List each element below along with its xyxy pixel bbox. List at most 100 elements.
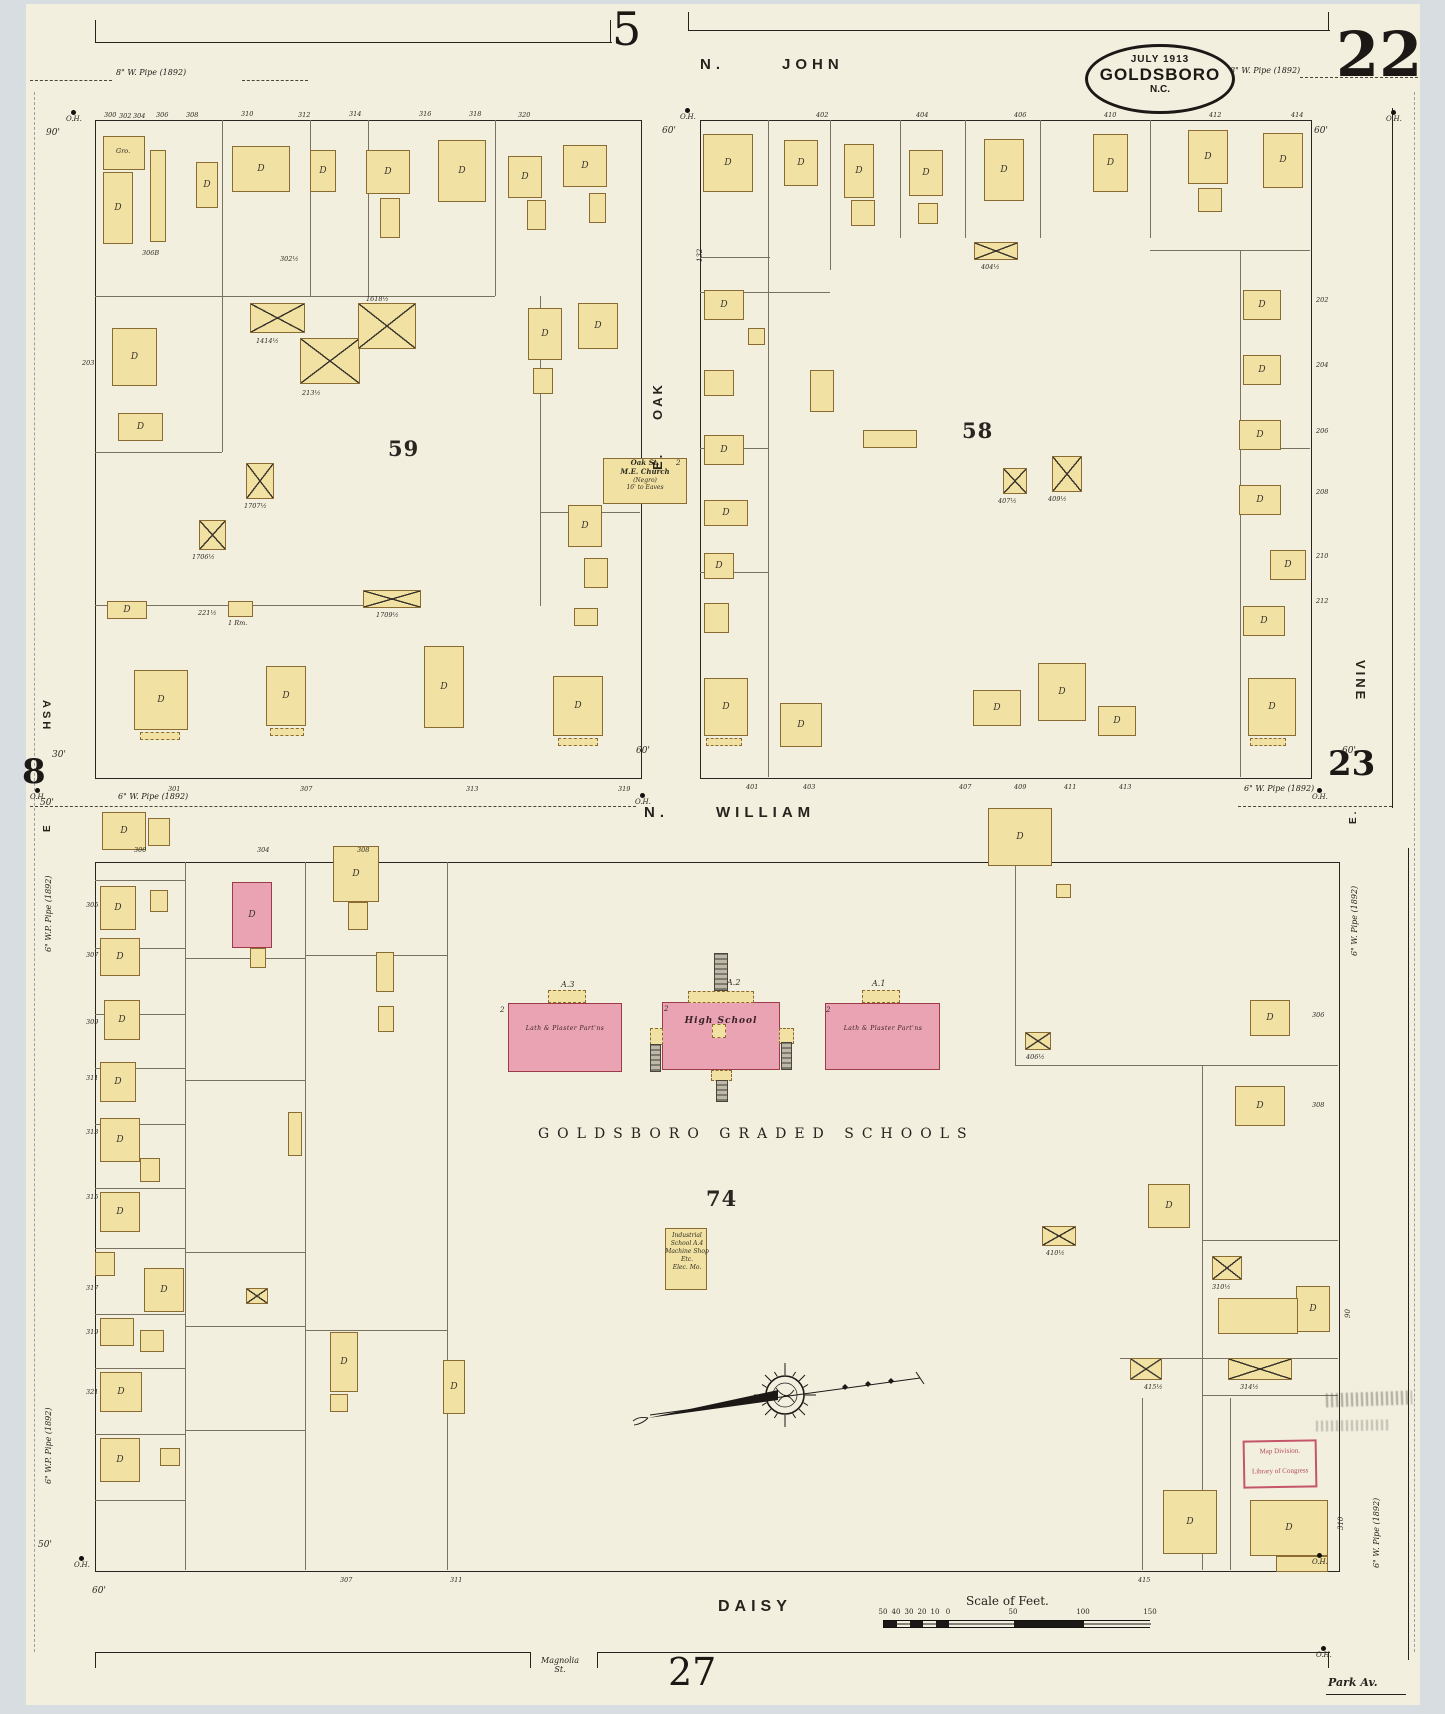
dimension-label: 90' bbox=[46, 128, 60, 138]
outbuilding bbox=[300, 338, 360, 384]
lot-line bbox=[95, 1314, 185, 1315]
frame-building: D bbox=[1163, 1490, 1217, 1554]
pipe-line bbox=[30, 806, 636, 807]
church-line2: M.E. Church bbox=[620, 466, 670, 476]
frame-building bbox=[603, 458, 687, 504]
lot-line bbox=[1202, 1395, 1338, 1396]
street-e-right: E. bbox=[1348, 808, 1359, 824]
street-line bbox=[688, 12, 690, 30]
scale-segment bbox=[1084, 1621, 1151, 1627]
outbuilding bbox=[1212, 1256, 1242, 1280]
frame-building bbox=[558, 738, 598, 746]
dimension-label: 50' bbox=[40, 798, 54, 808]
street-line bbox=[95, 1652, 97, 1668]
dwelling-label: D bbox=[130, 351, 139, 362]
block-number-58: 58 bbox=[962, 418, 994, 443]
dwelling-label: D bbox=[116, 1134, 124, 1145]
frame-building: D bbox=[196, 162, 218, 208]
frame-building: D bbox=[1243, 290, 1281, 320]
lot-line bbox=[95, 1248, 185, 1249]
house-number: 301 bbox=[168, 785, 181, 793]
hydrant-marker: O.H. bbox=[30, 788, 46, 802]
frame-building bbox=[574, 608, 598, 626]
scale-tick-label: 150 bbox=[1143, 1608, 1157, 1616]
frame-building: D bbox=[704, 500, 748, 526]
map-label: A.1 bbox=[872, 979, 886, 988]
dwelling-label: D bbox=[722, 701, 730, 712]
frame-building bbox=[228, 601, 253, 617]
scale-segment bbox=[884, 1621, 897, 1627]
house-number: 304 bbox=[133, 112, 146, 120]
outbuilding bbox=[1003, 468, 1027, 494]
house-number: 308 bbox=[357, 846, 370, 854]
scale-segment bbox=[949, 1621, 1014, 1627]
frame-building bbox=[863, 430, 917, 448]
map-label: 404½ bbox=[981, 263, 1000, 271]
frame-building: D bbox=[784, 140, 818, 186]
lot-line bbox=[95, 1368, 185, 1369]
frame-building: D bbox=[330, 1332, 358, 1392]
frame-building: D bbox=[704, 553, 734, 579]
house-number: 317 bbox=[86, 1284, 99, 1292]
dwelling-label: D bbox=[1256, 494, 1264, 505]
street-park-av: Park Av. bbox=[1328, 1676, 1378, 1689]
hydrant-marker: O.H. bbox=[1386, 110, 1402, 124]
lot-line bbox=[540, 296, 541, 606]
dwelling-label: D bbox=[458, 165, 466, 176]
frame-building: D bbox=[553, 676, 603, 736]
dwelling-label: D bbox=[521, 171, 529, 182]
map-label: A.2 bbox=[727, 978, 741, 987]
industrial-school-line: Etc. bbox=[680, 1256, 694, 1264]
state-name: N.C. bbox=[1150, 84, 1170, 95]
dwelling-label: D bbox=[720, 444, 728, 455]
house-number: 203 bbox=[82, 359, 95, 367]
house-number: 306 bbox=[156, 111, 169, 119]
map-label: 1706½ bbox=[192, 553, 215, 561]
frame-building: D bbox=[107, 601, 147, 619]
frame-building bbox=[150, 150, 166, 242]
frame-building: D bbox=[528, 308, 562, 360]
industrial-school-line: Elec. Mo. bbox=[672, 1264, 702, 1272]
lot-line bbox=[305, 862, 306, 1570]
lot-line bbox=[185, 1430, 305, 1431]
lot-line bbox=[305, 1330, 447, 1331]
lot-line bbox=[1230, 1398, 1231, 1570]
scale-tick-label: 50 bbox=[878, 1608, 888, 1616]
dwelling-label: D bbox=[715, 560, 723, 571]
house-number: 413 bbox=[1119, 783, 1132, 791]
map-label: 221½ bbox=[198, 609, 217, 617]
house-number: 406 bbox=[1014, 111, 1027, 119]
outbuilding bbox=[974, 242, 1018, 260]
pipe-label: 6" W.P. Pipe (1892) bbox=[44, 875, 53, 952]
map-label: 1414½ bbox=[256, 337, 279, 345]
house-number: 411 bbox=[1064, 783, 1077, 791]
scale-tick-label: 20 bbox=[917, 1608, 927, 1616]
lot-line bbox=[95, 452, 222, 453]
street-line bbox=[688, 30, 1330, 32]
dwelling-label: D bbox=[120, 825, 128, 836]
lot-line bbox=[1150, 120, 1151, 238]
frame-building: D bbox=[563, 145, 607, 187]
lot-line bbox=[1202, 1240, 1338, 1241]
street-line bbox=[597, 1652, 599, 1668]
library-stamp: Map Division. Library of Congress bbox=[1242, 1439, 1318, 1489]
frame-building bbox=[810, 370, 834, 412]
house-number: 302 bbox=[119, 112, 132, 120]
frame-building bbox=[148, 818, 170, 846]
dwelling-label: D bbox=[114, 1076, 122, 1087]
dwelling-label: D bbox=[248, 909, 256, 920]
street-magnolia-line2: St. bbox=[554, 1665, 566, 1674]
street-line bbox=[1328, 12, 1330, 30]
frame-building bbox=[781, 1042, 792, 1070]
annex-left-label: Lath & Plaster Part'ns bbox=[525, 1025, 605, 1032]
house-number: 202 bbox=[1316, 296, 1329, 304]
house-number: 311 bbox=[86, 1074, 99, 1082]
hydrant-marker: O.H. bbox=[66, 110, 82, 124]
brick-building: D bbox=[232, 882, 272, 948]
house-number: 410 bbox=[1104, 111, 1117, 119]
outbuilding bbox=[246, 463, 274, 499]
dwelling-label: D bbox=[581, 520, 589, 531]
frame-building: D bbox=[1038, 663, 1086, 721]
dwelling-label: D bbox=[855, 165, 863, 176]
